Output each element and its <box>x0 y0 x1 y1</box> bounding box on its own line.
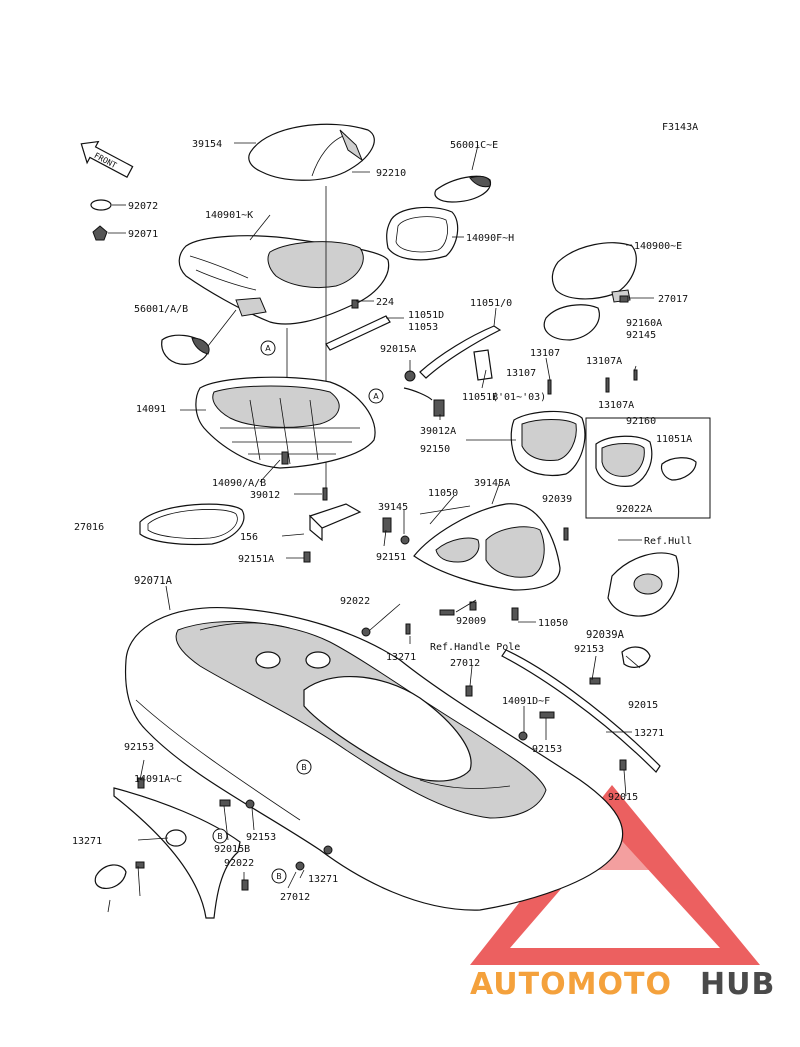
callout: 56001C~E <box>450 140 498 151</box>
variant-box <box>585 417 711 519</box>
callout: 13271 <box>386 652 416 663</box>
svg-text:B: B <box>276 872 282 881</box>
callout: 92150 <box>420 444 450 455</box>
callout: 27012 <box>450 658 480 669</box>
callout: Ref.Hull <box>644 536 692 547</box>
callout: 13107 <box>506 368 536 379</box>
seat-pad-right <box>543 242 637 341</box>
callout: 13107 <box>530 348 560 359</box>
callout: 11051/0 <box>470 298 512 309</box>
callout: 14091D~F <box>502 696 550 707</box>
footpad-92151A <box>607 552 680 617</box>
svg-text:A: A <box>373 392 379 401</box>
small-grommet <box>90 199 112 241</box>
callout: 92153 <box>246 832 276 843</box>
front-arrow-icon: FRONT <box>80 140 134 178</box>
callout: 92022A <box>616 504 652 515</box>
callout: 11051D <box>408 310 444 321</box>
callout: 39012A <box>420 426 456 437</box>
callout: 39154 <box>192 139 222 150</box>
plate-27016 <box>308 503 362 542</box>
callout: 39145 <box>378 502 408 513</box>
callout: 14090/A/B <box>212 478 266 489</box>
callout: 224 <box>376 297 394 308</box>
callout: 27017 <box>658 294 688 305</box>
callout: 11051A <box>656 434 692 445</box>
svg-text:A: A <box>265 344 271 353</box>
side-rail-right <box>501 646 661 773</box>
svg-text:B: B <box>217 832 223 841</box>
callout: 92072 <box>128 201 158 212</box>
callout: 92015B <box>214 844 250 855</box>
callout: 92071A <box>134 575 173 587</box>
callout: 92015 <box>628 700 658 711</box>
callout: ('01~'03) <box>492 392 546 403</box>
callout: 92022 <box>340 596 370 607</box>
callout: 92160 <box>626 416 656 427</box>
callout: 92015A <box>380 344 416 355</box>
callout: 14091 <box>136 404 166 415</box>
figure-code: F3143A <box>662 122 698 133</box>
callout: 156 <box>240 532 258 543</box>
bucket-39012A <box>510 410 586 477</box>
callout: 92071 <box>128 229 158 240</box>
fasteners <box>135 295 638 891</box>
callout: 92145 <box>626 330 656 341</box>
callout: 27016 <box>74 522 104 533</box>
svg-text:B: B <box>301 763 307 772</box>
circle-ref-b-3: B <box>271 868 287 884</box>
storage-tray <box>195 376 376 469</box>
callout: 92015 <box>608 792 638 803</box>
watermark-part1: AUTOMOTO <box>470 967 672 1002</box>
circle-ref-b-2: B <box>212 828 228 844</box>
callout: 11051B <box>462 392 498 403</box>
watermark-part2: HUB <box>700 967 775 1002</box>
callout: 92160A <box>626 318 662 329</box>
callout: 13107A <box>586 356 622 367</box>
callout: 92151A <box>238 554 274 565</box>
callout: Ref.Handle Pole <box>430 642 520 653</box>
seat-cover <box>248 123 375 181</box>
callout: 92153 <box>532 744 562 755</box>
callout: 140900~E <box>634 241 682 252</box>
callout: 11050 <box>538 618 568 629</box>
callout: 92210 <box>376 168 406 179</box>
callout: 140901~K <box>205 210 253 221</box>
deck-panel <box>178 235 390 325</box>
seat-cushion <box>434 175 492 203</box>
bracket-11051D <box>325 315 502 401</box>
leader-lines <box>107 142 654 913</box>
cover-cap <box>161 297 267 365</box>
callout: 13271 <box>634 728 664 739</box>
callout: 11053 <box>408 322 438 333</box>
callout: 92151 <box>376 552 406 563</box>
circle-ref-a-2: A <box>368 388 384 404</box>
callout: 92153 <box>574 644 604 655</box>
callout: 92039 <box>542 494 572 505</box>
gasket-39145 <box>139 503 245 546</box>
callout: 39012 <box>250 490 280 501</box>
front-panel <box>413 503 561 591</box>
callout: 11050 <box>428 488 458 499</box>
hull <box>124 606 624 911</box>
circle-ref-a-1: A <box>260 340 276 356</box>
circle-ref-b-1: B <box>296 759 312 775</box>
watermark-text: AUTOMOTO HUB <box>470 967 775 1002</box>
callout: 14091A~C <box>134 774 182 785</box>
callout: 13107A <box>598 400 634 411</box>
callout: 92022 <box>224 858 254 869</box>
seat-pad <box>386 206 459 261</box>
callout: 14090F~H <box>466 233 514 244</box>
callout: 56001/A/B <box>134 304 188 315</box>
callout: 13271 <box>72 836 102 847</box>
callout: 13271 <box>308 874 338 885</box>
callout: 92009 <box>456 616 486 627</box>
callout-labels: 39154 56001C~E 92210 92072 140901~K 9207… <box>72 139 692 903</box>
callout: 92153 <box>124 742 154 753</box>
callout: 27012 <box>280 892 310 903</box>
callout: 39145A <box>474 478 510 489</box>
callout: 92039A <box>586 629 625 641</box>
